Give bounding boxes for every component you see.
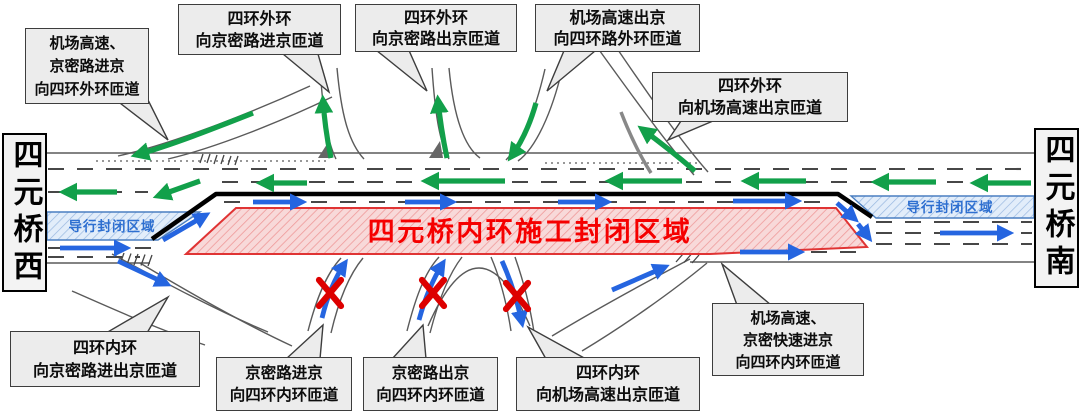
callout-4th-inner-to-airport-outbound: 四环内环 向机场高速出京匝道 xyxy=(516,357,700,411)
callout-line: 向机场高速出京匝道 xyxy=(677,98,822,117)
callout-line: 四环外环 xyxy=(717,76,782,95)
callout-line: 四环外环 xyxy=(403,8,468,27)
closed-ramp-x-icons xyxy=(315,276,532,313)
callout-line: 机场高速、 xyxy=(49,33,125,52)
callout-line: 机场高速出京 xyxy=(569,8,666,27)
callout-4th-outer-to-jingmi-inbound: 四环外环 向京密路进京匝道 xyxy=(178,4,341,55)
callout-line: 向机场高速出京匝道 xyxy=(535,385,680,404)
callout-line: 向四环内环匝道 xyxy=(376,386,485,404)
gore-markings xyxy=(119,111,700,267)
callout-jingmi-inbound-to-4th-inner: 京密路进京 向四环内环匝道 xyxy=(216,357,352,411)
callout-airport-jingmi-inbound-to-4th-outer: 机场高速、 京密路进京 向四环外环匝道 xyxy=(25,28,149,104)
callout-line: 京密路进京 xyxy=(49,56,125,75)
closed-x-icon xyxy=(315,276,345,310)
callout-line: 四环内环 xyxy=(575,363,640,382)
callout-line: 向京密路出京匝道 xyxy=(371,29,500,48)
callout-line: 向四环路外环匝道 xyxy=(553,29,682,48)
callout-line: 机场高速、 xyxy=(750,308,826,327)
callout-line: 向四环内环匝道 xyxy=(229,386,339,404)
callout-line: 四环外环 xyxy=(227,8,292,28)
callout-line: 京密路进京 xyxy=(245,364,323,382)
callout-jingmi-outbound-to-4th-inner: 京密路出京 向四环内环匝道 xyxy=(363,357,498,411)
callout-line: 向四环内环匝道 xyxy=(735,352,841,371)
construction-closure-region: 四元桥内环施工封闭区域 xyxy=(183,207,870,255)
closed-x-icon xyxy=(418,276,448,310)
bridge-label-west: 四元桥西 xyxy=(2,133,47,292)
callout-line: 向京密路进京匝道 xyxy=(195,30,324,50)
closed-x-icon xyxy=(502,279,532,313)
callout-line: 四环内环 xyxy=(72,338,137,357)
callout-airport-outbound-to-4th-outer: 机场高速出京 向四环路外环匝道 xyxy=(535,4,700,52)
detour-closed-label-west: 导行封闭区域 xyxy=(69,218,156,235)
construction-closure-label: 四元桥内环施工封闭区域 xyxy=(368,217,693,248)
bridge-label-south: 四元桥南 xyxy=(1034,128,1079,288)
detour-closed-label-south: 导行封闭区域 xyxy=(907,199,994,216)
callout-4th-outer-to-airport-outbound: 四环外环 向机场高速出京匝道 xyxy=(652,72,848,122)
bridge-label-west-text: 四元桥西 xyxy=(7,138,43,287)
callout-airport-jingmi-fast-inbound-to-4th-inner: 机场高速、 京密快速进京 向四环内环匝道 xyxy=(712,303,864,376)
callout-line: 向四环外环匝道 xyxy=(34,79,140,98)
callout-line: 京密快速进京 xyxy=(742,330,833,349)
callout-line: 京密路出京 xyxy=(391,364,470,382)
callout-line: 向京密路进出京匝道 xyxy=(32,361,177,380)
callout-4th-inner-to-jingmi: 四环内环 向京密路进出京匝道 xyxy=(10,331,200,387)
outer-ring-flow-arrows xyxy=(58,94,1031,202)
bridge-label-south-text: 四元桥南 xyxy=(1039,134,1075,282)
callout-4th-outer-to-jingmi-outbound: 四环外环 向京密路出京匝道 xyxy=(355,4,517,52)
